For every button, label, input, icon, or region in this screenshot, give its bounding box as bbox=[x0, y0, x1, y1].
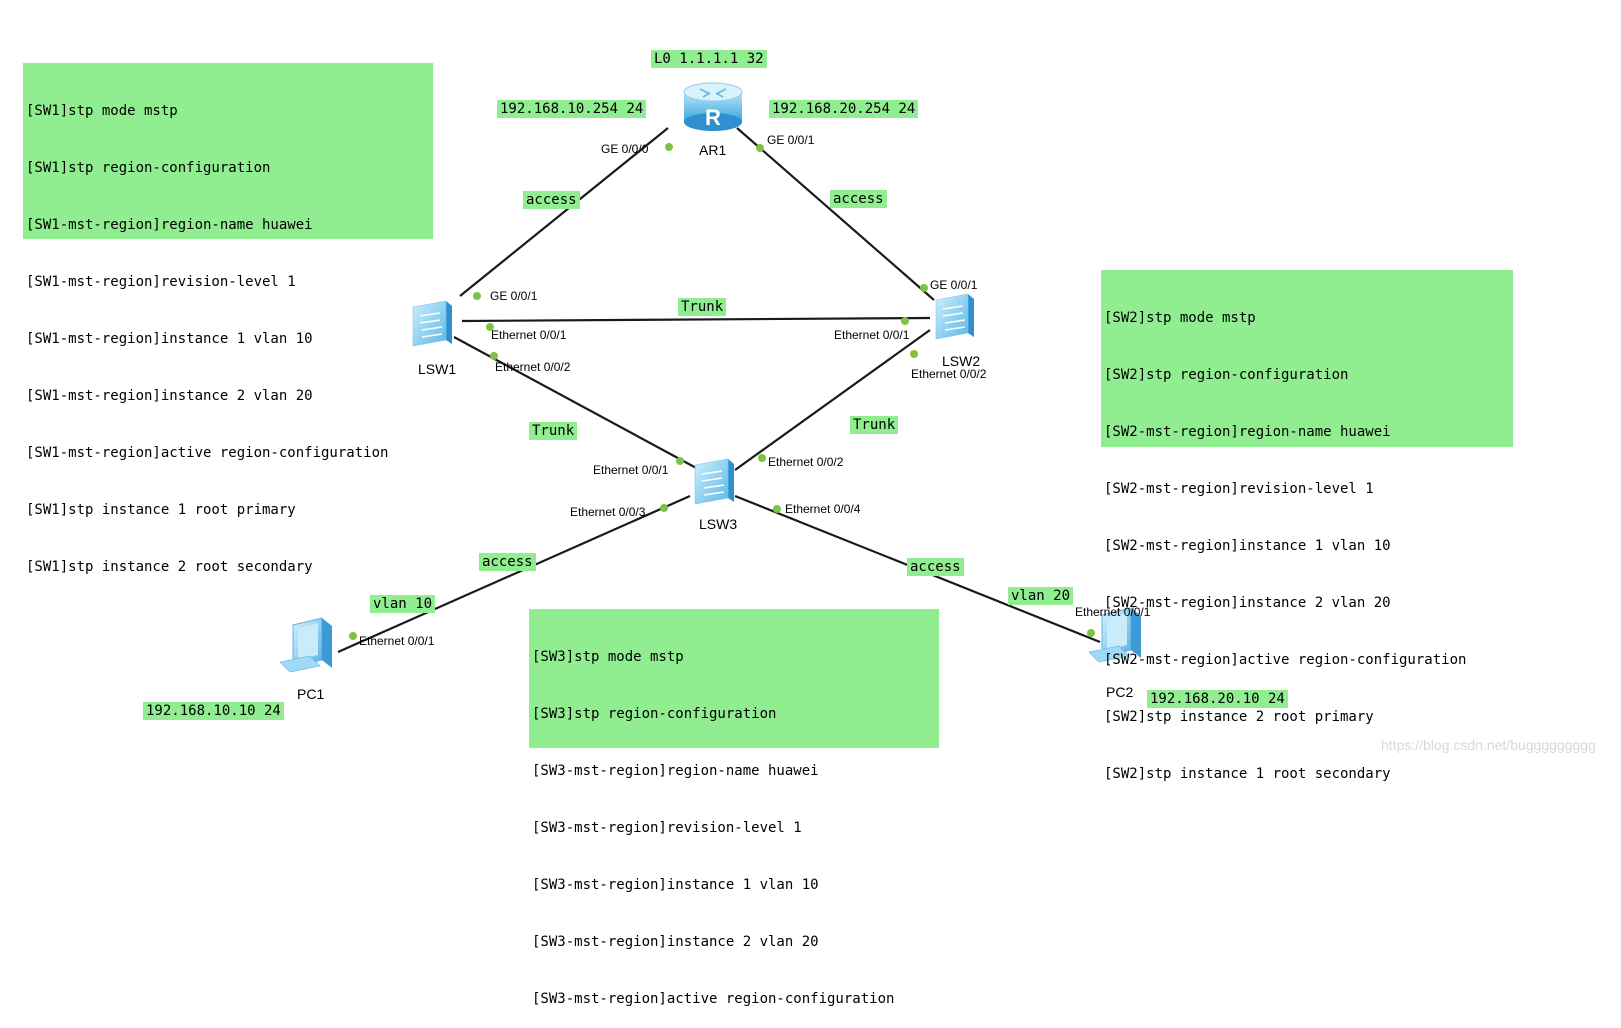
port-label: Ethernet 0/0/1 bbox=[359, 634, 435, 648]
router-ar1-icon: R bbox=[683, 82, 743, 131]
config-line: [SW2-mst-region]active region-configurat… bbox=[1104, 652, 1467, 668]
config-line: [SW3-mst-region]revision-level 1 bbox=[532, 820, 802, 836]
link-type-label: access bbox=[907, 558, 964, 576]
port-dot bbox=[473, 292, 481, 300]
config-line: [SW1]stp instance 1 root primary bbox=[26, 502, 296, 518]
link-type-label: access bbox=[479, 553, 536, 571]
link-lsw3-pc1 bbox=[337, 494, 691, 654]
sw2-config-note: [SW2]stp mode mstp [SW2]stp region-confi… bbox=[1101, 270, 1513, 782]
config-line: [SW3-mst-region]active region-configurat… bbox=[532, 991, 895, 1007]
port-dot bbox=[490, 352, 498, 360]
config-line: [SW2]stp instance 1 root secondary bbox=[1104, 766, 1391, 782]
switch-lsw1-icon bbox=[412, 300, 452, 347]
port-dot bbox=[676, 457, 684, 465]
device-label: LSW1 bbox=[418, 361, 457, 377]
link-type-label: access bbox=[523, 191, 580, 209]
device-label: AR1 bbox=[699, 142, 727, 158]
link-type-label: Trunk bbox=[678, 298, 727, 316]
sw1-config-note: [SW1]stp mode mstp [SW1]stp region-confi… bbox=[23, 63, 433, 575]
port-dot bbox=[920, 284, 928, 292]
config-line: [SW3-mst-region]instance 1 vlan 10 bbox=[532, 877, 819, 893]
config-line: [SW3-mst-region]region-name huawei bbox=[532, 763, 819, 779]
port-dot bbox=[910, 350, 918, 358]
config-line: [SW1-mst-region]instance 2 vlan 20 bbox=[26, 388, 313, 404]
config-line: [SW1-mst-region]region-name huawei bbox=[26, 217, 313, 233]
config-line: [SW2]stp mode mstp bbox=[1104, 310, 1256, 326]
port-dot bbox=[486, 323, 494, 331]
port-dot bbox=[758, 454, 766, 462]
port-dot bbox=[349, 632, 357, 640]
ip-pc2-label: 192.168.20.10 24 bbox=[1147, 690, 1288, 708]
svg-text:R: R bbox=[705, 105, 721, 130]
config-line: [SW2-mst-region]instance 2 vlan 20 bbox=[1104, 595, 1391, 611]
pc2-icon bbox=[1088, 607, 1141, 663]
vlan-label: vlan 10 bbox=[370, 595, 436, 613]
switch-lsw2-icon bbox=[935, 293, 974, 340]
port-dot bbox=[665, 143, 673, 151]
config-line: [SW3]stp region-configuration bbox=[532, 706, 777, 722]
sw3-config-note: [SW3]stp mode mstp [SW3]stp region-confi… bbox=[529, 609, 939, 1007]
config-line: [SW2]stp region-configuration bbox=[1104, 367, 1349, 383]
config-line: [SW2-mst-region]instance 1 vlan 10 bbox=[1104, 538, 1391, 554]
link-type-label: Trunk bbox=[850, 416, 899, 434]
port-label: Ethernet 0/0/1 bbox=[1075, 605, 1151, 619]
link-lsw1-lsw2 bbox=[461, 316, 931, 323]
port-label: Ethernet 0/0/1 bbox=[834, 328, 910, 342]
link-lsw2-lsw3 bbox=[734, 329, 931, 471]
port-label: Ethernet 0/0/1 bbox=[491, 328, 567, 342]
port-label: GE 0/0/1 bbox=[930, 278, 978, 292]
switch-lsw3-icon bbox=[694, 458, 734, 505]
port-label: Ethernet 0/0/2 bbox=[911, 367, 987, 381]
config-line: [SW2-mst-region]region-name huawei bbox=[1104, 424, 1391, 440]
config-line: [SW3]stp mode mstp bbox=[532, 649, 684, 665]
config-line: [SW1]stp mode mstp bbox=[26, 103, 178, 119]
port-label: Ethernet 0/0/4 bbox=[785, 502, 861, 516]
pc1-icon bbox=[279, 617, 332, 673]
port-label: Ethernet 0/0/2 bbox=[495, 360, 571, 374]
loopback-label: L0 1.1.1.1 32 bbox=[651, 50, 767, 68]
port-label: Ethernet 0/0/1 bbox=[593, 463, 669, 477]
config-line: [SW1-mst-region]revision-level 1 bbox=[26, 274, 296, 290]
config-line: [SW2]stp instance 2 root primary bbox=[1104, 709, 1374, 725]
config-line: [SW3-mst-region]instance 2 vlan 20 bbox=[532, 934, 819, 950]
link-type-label: access bbox=[830, 190, 887, 208]
port-dot bbox=[901, 317, 909, 325]
port-dot bbox=[660, 504, 668, 512]
config-line: [SW1-mst-region]instance 1 vlan 10 bbox=[26, 331, 313, 347]
config-line: [SW1-mst-region]active region-configurat… bbox=[26, 445, 389, 461]
ip-right-label: 192.168.20.254 24 bbox=[769, 100, 919, 118]
device-label: LSW2 bbox=[942, 353, 981, 369]
port-dot bbox=[756, 144, 764, 152]
port-label: Ethernet 0/0/3 bbox=[570, 505, 646, 519]
device-label: LSW3 bbox=[699, 516, 738, 532]
link-ar1-lsw2 bbox=[736, 127, 935, 301]
ip-pc1-label: 192.168.10.10 24 bbox=[143, 702, 284, 720]
port-label: Ethernet 0/0/2 bbox=[768, 455, 844, 469]
vlan-label: vlan 20 bbox=[1008, 587, 1074, 605]
port-dot bbox=[773, 505, 781, 513]
config-line: [SW1]stp instance 2 root secondary bbox=[26, 559, 313, 575]
ip-left-label: 192.168.10.254 24 bbox=[497, 100, 647, 118]
device-label: PC1 bbox=[297, 686, 325, 702]
watermark: https://blog.csdn.net/buggggggggg bbox=[1381, 737, 1596, 753]
port-label: GE 0/0/1 bbox=[767, 133, 815, 147]
link-ar1-lsw1 bbox=[459, 127, 669, 297]
port-label: GE 0/0/0 bbox=[601, 142, 649, 156]
config-line: [SW2-mst-region]revision-level 1 bbox=[1104, 481, 1374, 497]
port-dot bbox=[1087, 629, 1095, 637]
port-label: GE 0/0/1 bbox=[490, 289, 538, 303]
config-line: [SW1]stp region-configuration bbox=[26, 160, 271, 176]
device-label: PC2 bbox=[1106, 684, 1134, 700]
link-type-label: Trunk bbox=[529, 422, 578, 440]
topology-diagram: R bbox=[279, 82, 1141, 673]
